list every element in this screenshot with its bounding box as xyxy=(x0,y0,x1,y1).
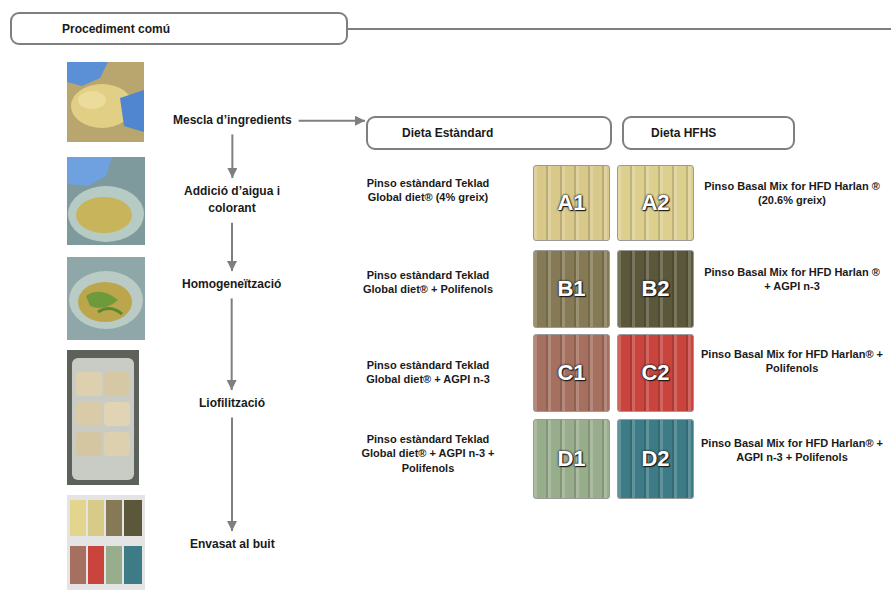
sample-code: C1 xyxy=(557,360,585,386)
sample-code: C2 xyxy=(641,360,669,386)
photo-mixture xyxy=(78,282,132,322)
flow-arrow xyxy=(231,417,233,531)
connector-group xyxy=(232,121,365,531)
diet-description: Pinso estàndard Teklad Global diet® + AG… xyxy=(352,432,504,475)
diet-description: Pinso estàndard Teklad Global diet® + AG… xyxy=(352,358,504,387)
photo-pack xyxy=(106,500,122,536)
diet-header: Dieta HFHS xyxy=(622,116,795,150)
step-text: Liofilització xyxy=(199,395,265,412)
section-header: Procediment comú xyxy=(10,12,348,45)
sample-code: B2 xyxy=(641,276,669,302)
step-text: Mescla d’ingredients xyxy=(173,112,292,129)
photo-pack xyxy=(124,500,142,536)
photo-pack xyxy=(106,546,122,584)
diet-description: Pinso Basal Mix for HFD Harlan ® (20.6% … xyxy=(700,179,884,208)
photo-vacuum-packs xyxy=(67,495,145,590)
feed-sample: C1 xyxy=(533,334,610,412)
process-step: Addició d’aigua i colorant xyxy=(170,181,294,220)
diet-description: Pinso Basal Mix for HFD Harlan® + AGPI n… xyxy=(700,436,884,465)
sample-code: B1 xyxy=(557,276,585,302)
header-rule xyxy=(340,28,891,30)
flow-arrow xyxy=(231,223,233,271)
photo-bowl xyxy=(68,186,144,242)
photo-jar xyxy=(72,358,134,480)
photo-dough xyxy=(78,91,106,109)
photo-pack xyxy=(88,546,104,584)
photo-cylinder xyxy=(104,402,130,426)
feed-sample: A2 xyxy=(617,165,694,241)
photo-cylinder xyxy=(76,402,102,426)
feed-sample: A1 xyxy=(533,165,610,241)
header-text: Procediment comú xyxy=(62,22,346,36)
photo-cylinder xyxy=(104,432,130,456)
header-text: Dieta HFHS xyxy=(651,126,793,140)
diet-description: Pinso Basal Mix for HFD Harlan® + Polife… xyxy=(700,347,884,376)
feed-sample: D2 xyxy=(617,419,694,499)
process-step: Homogeneïtzació xyxy=(179,274,284,295)
feed-sample: B1 xyxy=(533,250,610,328)
photo-glove xyxy=(67,157,112,186)
photo-pack xyxy=(70,546,86,584)
photo-glove xyxy=(67,62,108,86)
photo-mixture xyxy=(76,197,132,233)
photo-homogenising xyxy=(67,257,145,340)
sample-code: D2 xyxy=(641,446,669,472)
flow-arrow xyxy=(231,298,233,390)
flow-arrow xyxy=(231,134,233,178)
flow-arrow xyxy=(299,120,365,122)
process-step: Liofilització xyxy=(196,393,268,414)
diet-description: Pinso estàndard Teklad Global diet® + Po… xyxy=(352,268,504,297)
photo-colour xyxy=(98,308,122,314)
step-text: Addició d’aigua i colorant xyxy=(173,183,291,218)
photo-bowl xyxy=(69,271,143,329)
photo-pack xyxy=(124,546,142,584)
photo-pack xyxy=(88,500,104,536)
process-step: Mescla d’ingredients xyxy=(170,110,295,131)
photo-pack xyxy=(70,500,86,536)
photo-glove xyxy=(120,90,144,132)
step-text: Envasat al buit xyxy=(190,536,275,553)
photo-colour xyxy=(86,292,118,308)
feed-sample: D1 xyxy=(533,419,610,499)
photo-cylinder xyxy=(76,372,102,396)
sample-code: A2 xyxy=(641,190,669,216)
photo-adding xyxy=(67,157,145,245)
diet-description: Pinso estàndard Teklad Global diet® (4% … xyxy=(352,176,504,205)
feed-sample: C2 xyxy=(617,334,694,412)
sample-code: A1 xyxy=(557,190,585,216)
photo-mixing xyxy=(67,62,144,142)
photo-cylinder xyxy=(76,432,102,456)
feed-sample: B2 xyxy=(617,250,694,328)
step-text: Homogeneïtzació xyxy=(182,276,281,293)
diet-description: Pinso Basal Mix for HFD Harlan ® + AGPI … xyxy=(700,265,884,294)
photo-freeze-drying xyxy=(67,350,139,485)
diet-header: Dieta Estàndard xyxy=(366,116,612,150)
process-step: Envasat al buit xyxy=(187,534,278,555)
header-text: Dieta Estàndard xyxy=(402,126,610,140)
photo-cylinder xyxy=(104,372,130,396)
sample-code: D1 xyxy=(557,446,585,472)
